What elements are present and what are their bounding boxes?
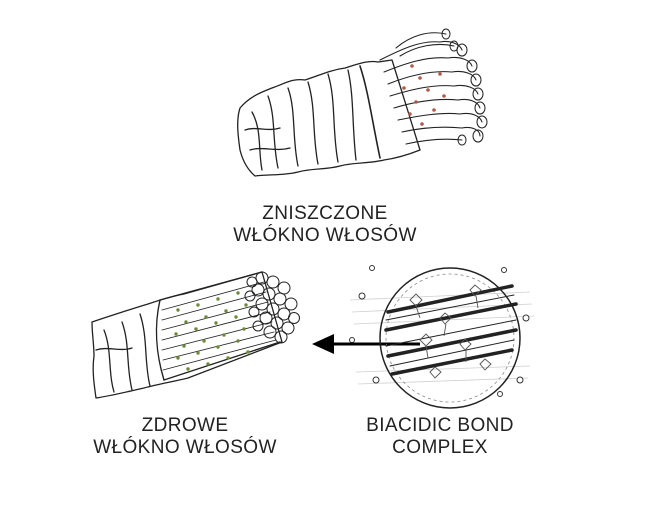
healthy-label-line2: WŁÓKNO WŁOSÓW (93, 437, 277, 458)
healthy-fiber-ends (244, 271, 300, 344)
complex-satellite-atoms (349, 265, 530, 397)
healthy-label-line1: ZDROWE (141, 415, 229, 436)
healthy-intact-bonds (174, 291, 250, 371)
biacidic-complex-label: BIACIDIC BOND COMPLEX (320, 415, 560, 459)
damaged-label-line2: WŁÓKNO WŁOSÓW (233, 225, 417, 246)
biacidic-bond-complex (349, 265, 535, 409)
damaged-fiber-label: ZNISZCZONE WŁÓKNO WŁOSÓW (200, 203, 450, 247)
healthy-hair-fiber (91, 271, 300, 399)
damaged-broken-bonds (402, 64, 446, 126)
healthy-cuticle-outline (91, 271, 283, 399)
healthy-fiber-label: ZDROWE WŁÓKNO WŁOSÓW (60, 415, 310, 459)
damaged-hair-fiber (237, 28, 488, 177)
damaged-cuticle-outline (237, 59, 421, 177)
arrow-left-icon (312, 334, 420, 354)
complex-label-line1: BIACIDIC BOND (366, 415, 514, 436)
complex-label-line2: COMPLEX (392, 437, 488, 458)
complex-strands (384, 284, 518, 376)
damaged-fiber-ends (441, 28, 488, 146)
complex-outer-ring (379, 267, 521, 409)
damaged-frayed-fibers (379, 32, 483, 145)
complex-molecule-bonds (409, 284, 492, 379)
damaged-label-line1: ZNISZCZONE (262, 203, 388, 224)
healthy-aligned-fibers (161, 281, 277, 371)
